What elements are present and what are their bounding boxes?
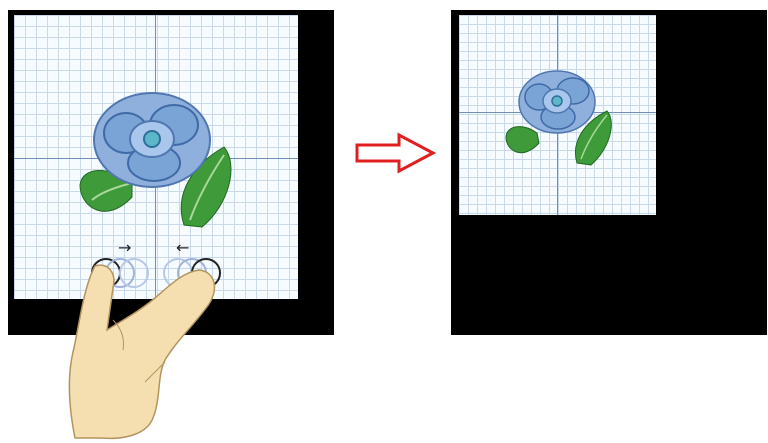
hand-icon — [65, 258, 225, 438]
embroidery-grid-area[interactable]: → ← — [14, 15, 298, 299]
pinch-arrow-left-glyph: ← — [176, 240, 189, 256]
embroidery-grid-area-reduced[interactable] — [459, 15, 656, 215]
right-arrow-icon — [355, 133, 435, 173]
edit-screen-after — [451, 10, 767, 335]
flower-embroidery-icon-reduced[interactable] — [459, 15, 656, 215]
pinch-arrow-right-glyph: → — [118, 240, 131, 256]
